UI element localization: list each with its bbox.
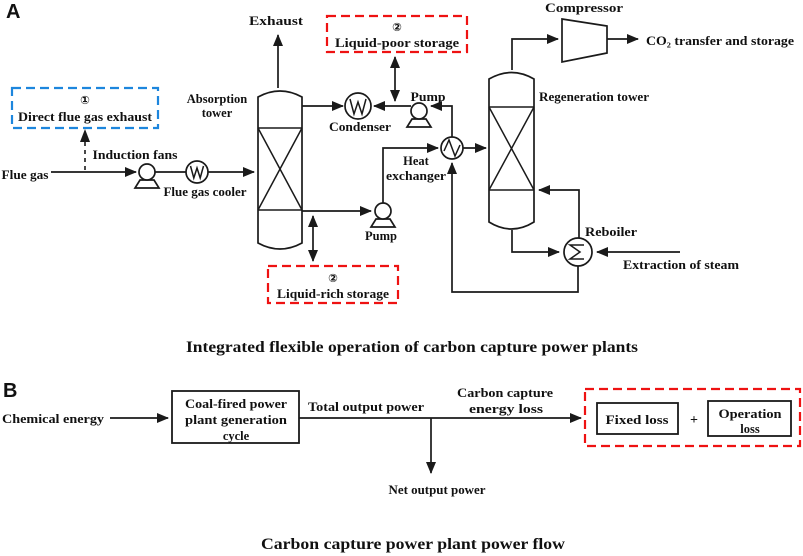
heat-exchanger-label-1: Heat xyxy=(403,154,430,168)
loss-group-box xyxy=(583,387,802,448)
direct-flue-number: ① xyxy=(80,93,90,107)
capture-loss-label-2: energy loss xyxy=(469,402,543,416)
liquid-poor-label: Liquid-poor storage xyxy=(335,36,460,50)
direct-flue-gas-exhaust-box xyxy=(10,86,160,130)
condenser-icon xyxy=(344,92,372,120)
heat-exchanger-label-2: exchanger xyxy=(386,169,446,183)
flue-gas-cooler-label: Flue gas cooler xyxy=(164,185,247,199)
induction-fan-icon xyxy=(133,163,161,189)
panel-b: B Chemical energy Coal-fired power plant… xyxy=(2,380,802,553)
compressor-icon xyxy=(561,18,608,64)
operation-loss-box xyxy=(707,400,792,437)
panel-a-label: A xyxy=(6,1,20,23)
chemical-energy-label: Chemical energy xyxy=(2,412,105,426)
reboiler-icon xyxy=(563,237,593,267)
heat-exchanger-icon xyxy=(440,136,464,160)
fixed-loss-label: Fixed loss xyxy=(606,413,669,427)
panel-a: A Exhaust ① Direct flue gas exhaust Flue… xyxy=(2,1,795,356)
capture-loss-label-1: Carbon capture xyxy=(457,386,554,400)
exhaust-label: Exhaust xyxy=(249,14,304,28)
net-output-label: Net output power xyxy=(389,483,486,497)
regen-to-reboiler-line xyxy=(511,230,560,257)
condenser-label: Condenser xyxy=(329,120,391,134)
liquid-rich-number: ② xyxy=(328,271,338,285)
flue-gas-label: Flue gas xyxy=(2,168,49,182)
flue-gas-cooler-icon xyxy=(185,160,209,184)
regeneration-tower-label: Regeneration tower xyxy=(539,90,649,104)
he-to-lean-pump-line xyxy=(430,101,453,137)
regeneration-tower xyxy=(488,71,535,230)
reboiler-to-he-line xyxy=(447,162,579,293)
coal-plant-box xyxy=(171,390,300,444)
liquid-poor-storage-box xyxy=(325,14,469,54)
liquid-rich-label: Liquid-rich storage xyxy=(277,287,389,301)
operation-loss-label-2: loss xyxy=(740,422,760,436)
rich-pump-to-he-line xyxy=(382,143,439,203)
regen-to-compressor-line xyxy=(511,34,559,70)
lean-pump-icon xyxy=(405,102,433,128)
absorption-tower-label-2: tower xyxy=(202,106,233,120)
fixed-loss-box xyxy=(596,402,679,435)
induction-fans-label: Induction fans xyxy=(93,148,178,162)
plus-sign: + xyxy=(690,413,698,428)
rich-pump-icon xyxy=(369,202,397,228)
coal-plant-label-1: Coal-fired power xyxy=(185,397,287,411)
coal-plant-label-2: plant generation xyxy=(185,413,287,427)
total-output-label: Total output power xyxy=(308,400,424,414)
absorption-tower-label-1: Absorption xyxy=(187,92,247,106)
co2-transfer-label: CO₂ transfer and storage xyxy=(646,34,794,48)
compressor-label: Compressor xyxy=(545,1,624,15)
reboiler-label: Reboiler xyxy=(585,225,638,239)
liquid-poor-number: ② xyxy=(392,20,402,34)
direct-flue-label: Direct flue gas exhaust xyxy=(18,110,153,124)
lean-pump-label: Pump xyxy=(411,90,446,104)
rich-pump-label: Pump xyxy=(365,229,397,243)
reboiler-to-regen-line xyxy=(538,185,580,238)
liquid-rich-storage-box xyxy=(266,264,400,305)
coal-plant-label-3: cycle xyxy=(223,429,250,443)
operation-loss-label-1: Operation xyxy=(719,407,782,421)
extraction-of-steam-label: Extraction of steam xyxy=(623,258,740,272)
panel-b-caption: Carbon capture power plant power flow xyxy=(261,536,566,553)
absorption-tower xyxy=(257,90,303,250)
panel-b-label: B xyxy=(3,380,17,402)
direct-flue-arrowhead xyxy=(80,129,90,142)
panel-a-caption: Integrated flexible operation of carbon … xyxy=(186,339,638,356)
